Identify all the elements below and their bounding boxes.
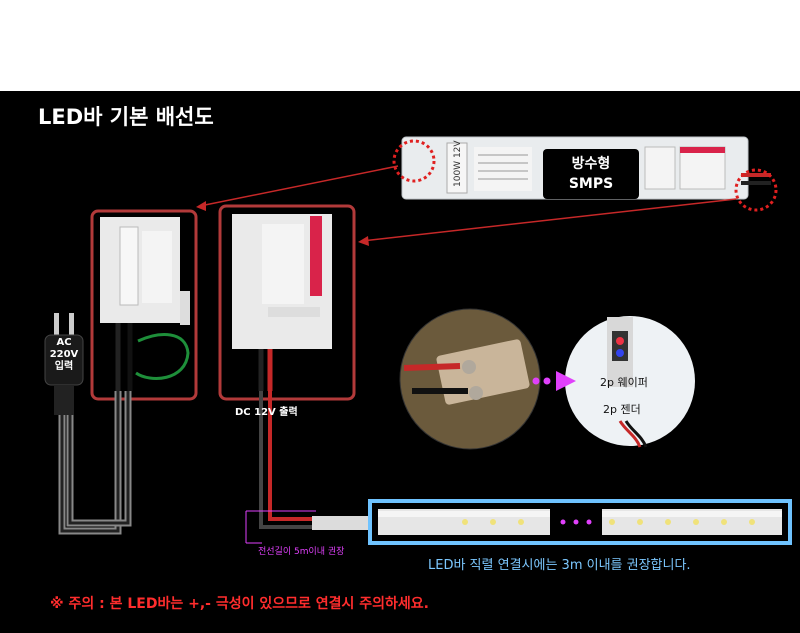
wafer-label: 2p 웨이퍼 [600, 376, 648, 389]
gender-label: 2p 젠더 [603, 403, 641, 416]
wiring-diagram-panel: 100W 12V LED바 기본 배선도 방수형 SMPS AC 220V 입력… [0, 91, 800, 633]
smps-unit-photo [392, 136, 778, 212]
ac-input-label: AC 220V 입력 [44, 337, 84, 373]
smps-label: 방수형 SMPS [543, 149, 639, 199]
output-end-highlight [218, 204, 356, 401]
diagram-artwork: 100W 12V [44, 136, 792, 545]
ac-label-line2: 220V [49, 349, 79, 360]
smps-label-line1: 방수형 [571, 156, 611, 172]
ac-label-line1: AC [56, 337, 72, 348]
ac-label-line3: 입력 [54, 361, 74, 372]
smps-rating-text: 100W 12V [453, 140, 463, 187]
strip-series-note: LED바 직렬 연결시에는 3m 이내를 권장합니다. [428, 558, 691, 573]
cable-length-note: 전선길이 5m이내 권장 [258, 547, 345, 557]
dc-output-label: DC 12V 출력 [235, 407, 298, 418]
smps-label-line2: SMPS [568, 176, 614, 192]
input-end-highlight [90, 209, 198, 401]
polarity-caution: ※ 주의 : 본 LED바는 +,- 극성이 있으므로 연결시 주의하세요. [50, 596, 429, 612]
page-title: LED바 기본 배선도 [38, 105, 214, 129]
ac-plug [44, 313, 84, 415]
led-strip [368, 499, 792, 545]
